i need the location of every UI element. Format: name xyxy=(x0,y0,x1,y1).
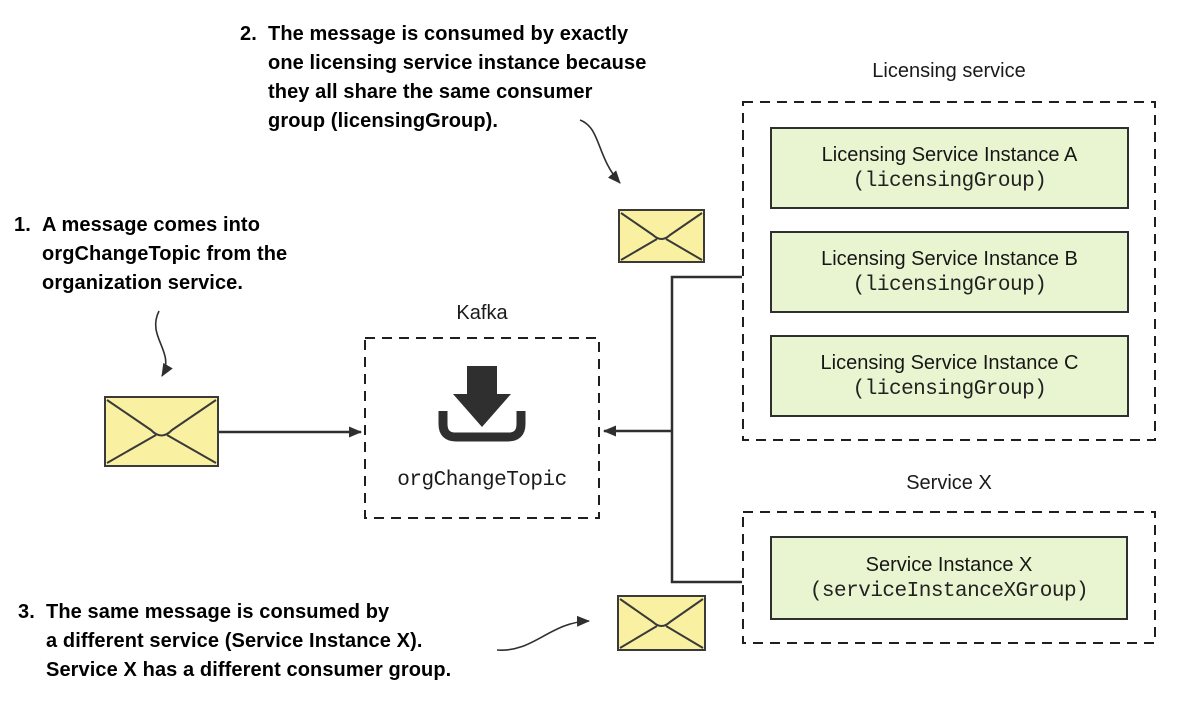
annotation-text: A message comes into orgChangeTopic from… xyxy=(42,211,287,298)
annotation-line: group (licensingGroup). xyxy=(268,110,499,132)
envelope-icon xyxy=(104,396,219,467)
licensing-service-title: Licensing service xyxy=(872,60,1026,82)
envelope-icon xyxy=(617,595,706,651)
envelope-icon xyxy=(618,209,705,263)
consumer-group-label: (serviceInstanceXGroup) xyxy=(809,579,1089,603)
arrow-step3-pointer xyxy=(496,615,590,651)
arrow-step1-pointer xyxy=(154,310,173,377)
annotation-step-3: 3. The same message is consumed by a dif… xyxy=(18,598,451,685)
kafka-topic-label: orgChangeTopic xyxy=(397,469,567,492)
licensing-instance-a-box: Licensing Service Instance A (licensingG… xyxy=(770,127,1129,209)
annotation-step-1: 1. A message comes into orgChangeTopic f… xyxy=(14,211,287,298)
annotation-line: The same message is consumed by xyxy=(46,601,390,623)
instance-name: Licensing Service Instance C xyxy=(820,351,1079,374)
download-into-topic-icon xyxy=(438,366,526,442)
annotation-number: 3. xyxy=(18,601,35,623)
kafka-title: Kafka xyxy=(456,302,508,324)
annotation-number: 1. xyxy=(14,214,31,236)
annotation-line: A message comes into xyxy=(42,214,261,236)
instance-name: Licensing Service Instance B xyxy=(821,247,1078,270)
licensing-instance-c-box: Licensing Service Instance C (licensingG… xyxy=(770,335,1129,417)
annotation-line: they all share the same consumer xyxy=(268,81,593,103)
consumer-group-label: (licensingGroup) xyxy=(852,377,1047,401)
annotation-text: The same message is consumed by a differ… xyxy=(46,598,451,685)
annotation-line: Service X has a different consumer group… xyxy=(46,659,452,681)
service-x-instance-box: Service Instance X (serviceInstanceXGrou… xyxy=(770,536,1128,620)
instance-name: Service Instance X xyxy=(865,553,1033,576)
annotation-line: orgChangeTopic from the xyxy=(42,243,288,265)
annotation-line: a different service (Service Instance X)… xyxy=(46,630,423,652)
annotation-number: 2. xyxy=(240,23,257,45)
annotation-line: one licensing service instance because xyxy=(268,52,647,74)
annotation-text: The message is consumed by exactly one l… xyxy=(268,20,646,136)
service-x-title: Service X xyxy=(906,472,992,494)
annotation-line: The message is consumed by exactly xyxy=(268,23,629,45)
instance-name: Licensing Service Instance A xyxy=(821,143,1078,166)
consumer-group-label: (licensingGroup) xyxy=(852,169,1047,193)
annotation-step-2: 2. The message is consumed by exactly on… xyxy=(240,20,646,136)
consumer-group-label: (licensingGroup) xyxy=(852,273,1047,297)
licensing-instance-b-box: Licensing Service Instance B (licensingG… xyxy=(770,231,1129,313)
annotation-line: organization service. xyxy=(42,272,244,294)
connector-consumer-trunk xyxy=(670,275,742,584)
